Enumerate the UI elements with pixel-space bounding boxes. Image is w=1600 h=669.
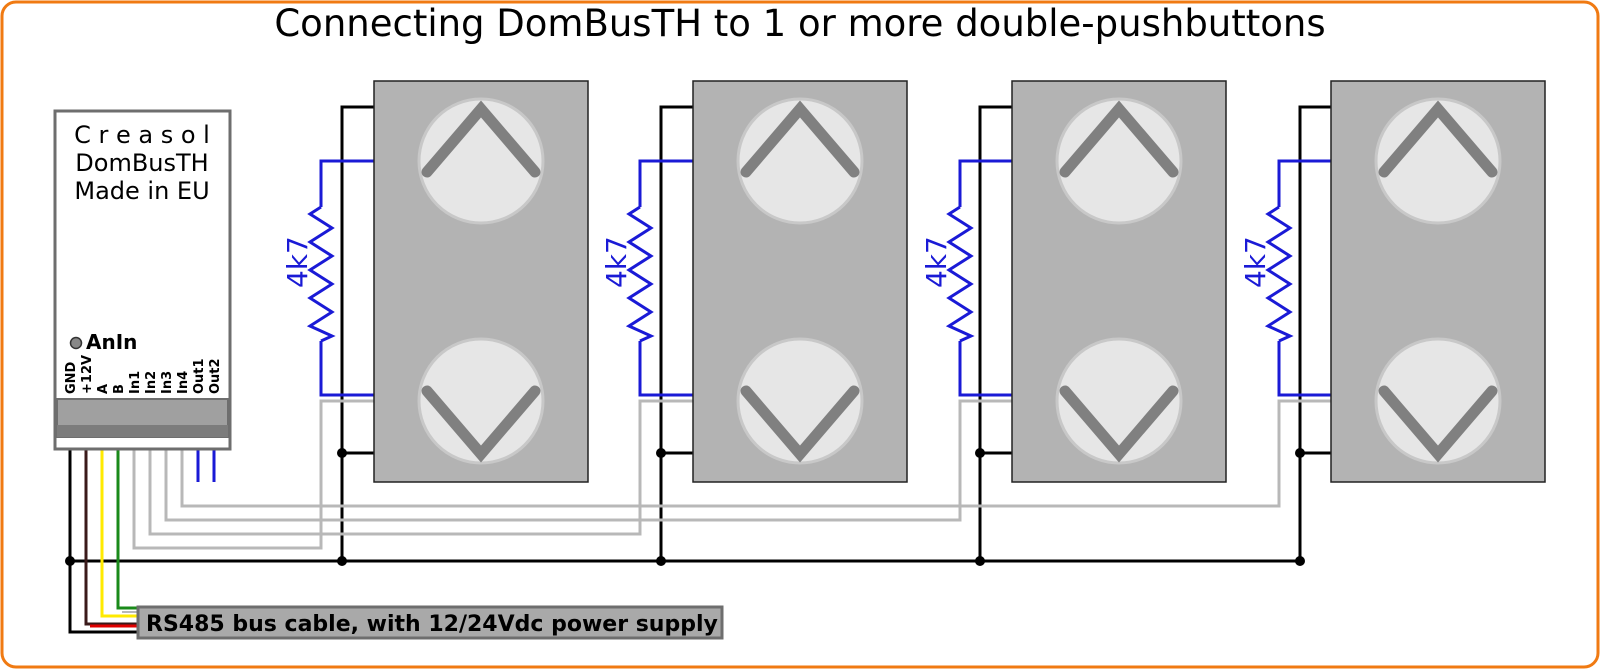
pushbutton-panels [373,80,1546,483]
anin-hole-icon [69,336,83,350]
resistor-label: 4k7 [920,236,953,288]
pin-label: In4 [176,371,191,394]
wire-resistor-top [958,159,1012,207]
resistor-zigzag [625,205,655,343]
module-origin: Made in EU [74,177,209,205]
arrow-down-icon [740,385,860,463]
resistor-label: 4k7 [1239,236,1272,288]
junction-dot [65,556,75,566]
arrow-up-icon [421,100,541,178]
button-up [736,97,864,225]
wire-12v-dark [84,411,140,626]
module-model: DomBusTH [75,149,208,177]
button-up [1374,97,1502,225]
pin-label: +12V [80,355,95,394]
resistor-zigzag [945,205,975,343]
pushbutton-panel [1011,80,1227,483]
arrow-up-icon [740,100,860,178]
junction-dot [975,448,985,458]
pin-label: Out2 [208,358,223,394]
wire-a [100,411,140,618]
wire-input [148,399,693,536]
junction-dot [656,448,666,458]
button-down [1055,337,1183,465]
cable-label-text: RS485 bus cable, with 12/24Vdc power sup… [146,612,718,637]
resistor-zigzag [306,205,336,343]
pin-label: B [112,384,127,394]
diagram-title: Connecting DomBusTH to 1 or more double-… [274,2,1325,45]
wire-resistor-top [1277,159,1331,207]
wire-resistor-bottom [958,341,1012,397]
module-body [53,109,232,451]
anin-label: AnIn [86,330,137,354]
wire-common [1298,105,1331,561]
button-down [1374,337,1502,465]
junction-dot [337,556,347,566]
button-down [736,337,864,465]
pushbutton-panel [692,80,908,483]
wire-common [978,105,1012,561]
junction-dot [1295,556,1305,566]
pin-label: Out1 [192,358,207,394]
pin-label: In1 [128,371,143,394]
junction-dot [1295,448,1305,458]
wire-common [340,105,374,561]
pushbutton-panel [373,80,589,483]
arrow-up-icon [1378,100,1498,178]
arrow-down-icon [421,385,541,463]
dombusth-module: C r e a s o l DomBusTH Made in EU AnIn G… [53,109,232,451]
pushbutton-panel [1330,80,1546,483]
wire-input [180,399,1331,508]
wire-resistor-top [638,159,693,207]
pin-label: GND [64,361,79,394]
wire-input [164,399,1012,522]
pin-label: A [96,384,111,394]
junction-dot [656,556,666,566]
button-up [417,97,545,225]
cable-label-box [136,605,724,640]
wire-b [116,411,140,610]
wire-gnd [68,411,140,634]
wire-resistor-bottom [1277,341,1331,397]
arrow-up-icon [1059,100,1179,178]
pin-label: In3 [160,371,175,394]
wire-resistor-top [319,159,374,207]
junction-dot [337,448,347,458]
junction-dot [975,556,985,566]
rs485-cable-label: RS485 bus cable, with 12/24Vdc power sup… [136,605,724,640]
wire-resistor-bottom [638,341,693,397]
resistor-label: 4k7 [281,236,314,288]
resistor-label: 4k7 [600,236,633,288]
terminal-block-base [57,425,228,437]
wire-input [132,399,374,550]
arrow-down-icon [1378,385,1498,463]
wires-layer: 4k7 4k7 4k7 4k7 [65,105,1331,634]
arrow-down-icon [1059,385,1179,463]
button-down [417,337,545,465]
button-up [1055,97,1183,225]
wire-resistor-bottom [319,341,374,397]
resistor-zigzag [1264,205,1294,343]
pin-label: In2 [144,371,159,394]
module-brand: C r e a s o l [74,121,210,149]
wire-common [659,105,693,561]
